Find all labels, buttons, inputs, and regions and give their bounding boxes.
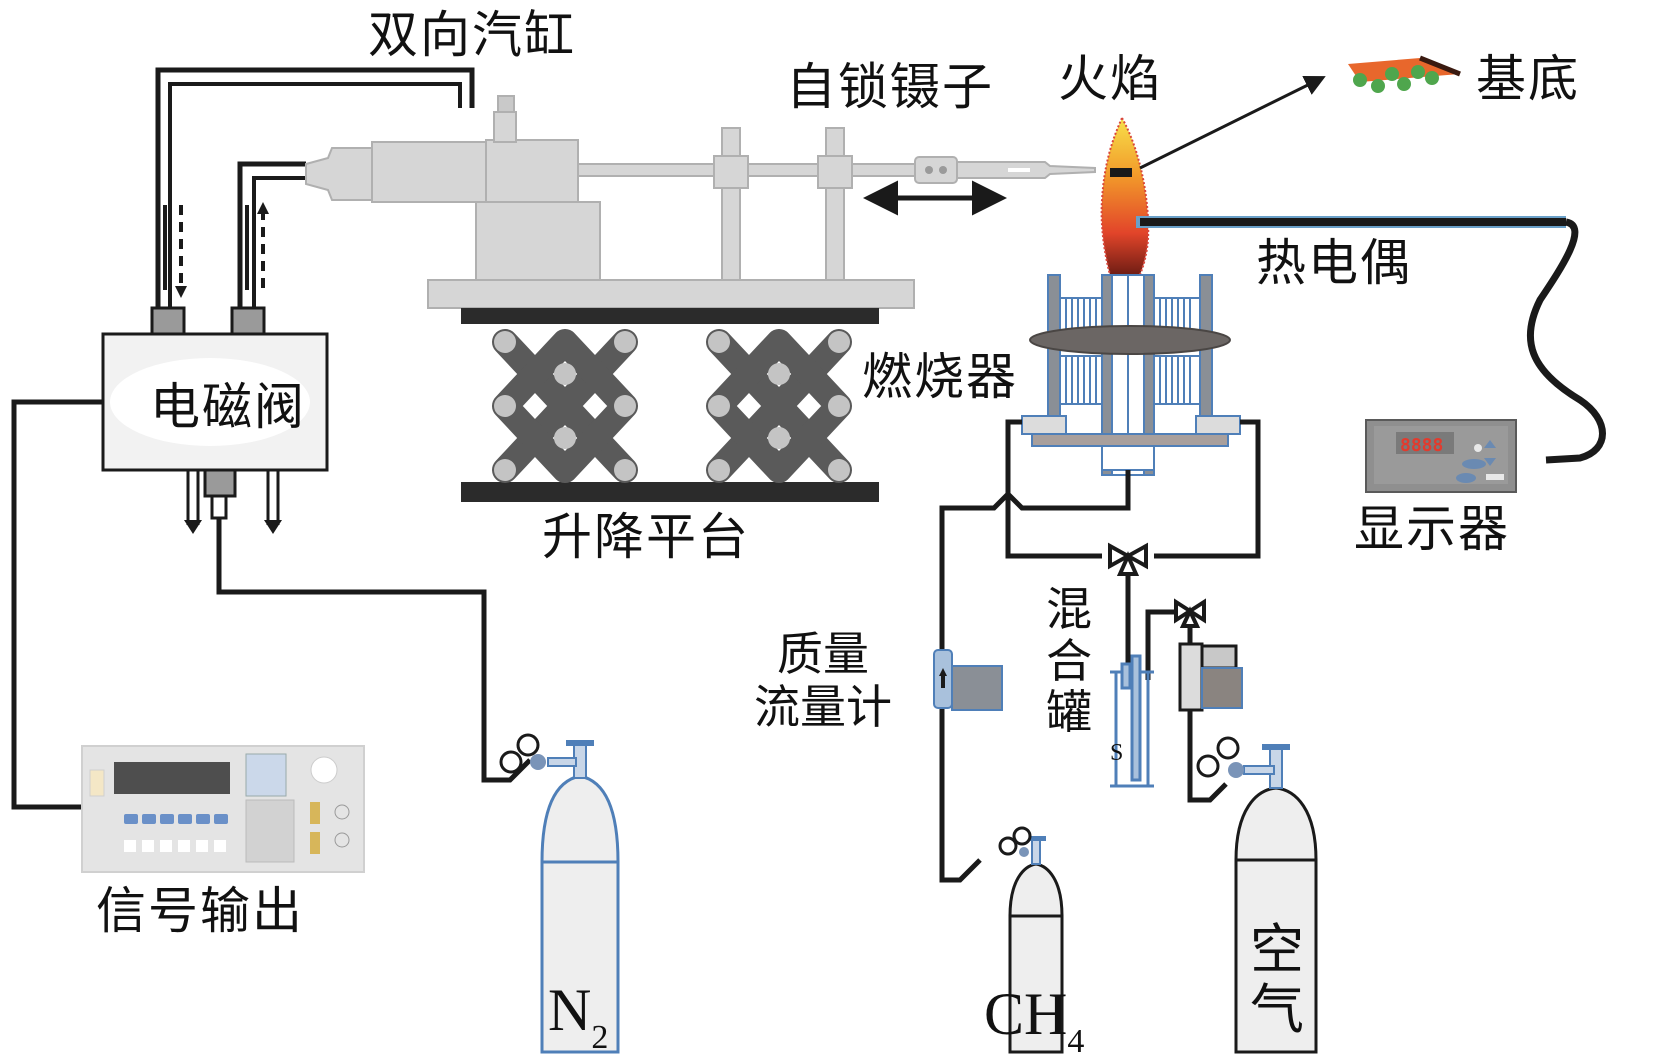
n2-subscript: 2: [591, 1019, 609, 1056]
substrate-icon: [1348, 55, 1461, 93]
n2-gas-line: [216, 518, 532, 783]
ch4-formula: CH: [984, 981, 1068, 1047]
label-air: 空气: [1250, 918, 1304, 1042]
label-flame: 火焰: [1058, 50, 1162, 108]
label-mixing-tank: 混合罐: [1044, 582, 1094, 740]
thermocouple-cable: [1526, 218, 1606, 464]
label-mixing-tank-mark: S: [1110, 740, 1124, 766]
label-lifting-platform: 升降平台: [542, 508, 750, 566]
label-burner: 燃烧器: [862, 348, 1018, 406]
label-air-text: 空气: [1250, 918, 1304, 1042]
mixing-tank: [1110, 654, 1154, 788]
label-n2: N2: [548, 980, 608, 1055]
lifting-platform: [461, 308, 879, 502]
ch4-subscript: 4: [1067, 1023, 1085, 1060]
air-flow-controller: [1178, 642, 1243, 712]
substrate-pointer-arrow: [1139, 76, 1326, 170]
flame: [1100, 115, 1150, 283]
signal-wire: [11, 399, 103, 810]
n2-formula: N: [548, 977, 592, 1043]
temperature-display: 8888: [1365, 419, 1517, 493]
air-valve: [1174, 598, 1206, 628]
ch4-cylinder: [998, 826, 1064, 1054]
label-self-locking-tweezers: 自锁镊子: [786, 58, 994, 116]
label-mass-flow-meter-line2: 流量计: [754, 679, 892, 734]
label-ch4: CH4: [984, 984, 1084, 1059]
label-thermocouple: 热电偶: [1256, 234, 1412, 292]
three-way-valve: [1108, 542, 1148, 576]
burner: [1021, 274, 1241, 476]
label-display: 显示器: [1354, 500, 1510, 558]
label-mixing-tank-text: 混合罐: [1046, 582, 1092, 740]
substrate-in-flame: [1110, 168, 1132, 177]
svg-text:8888: 8888: [1400, 435, 1443, 456]
solenoid-valve: [101, 306, 329, 534]
double-acting-cylinder: [305, 95, 1096, 309]
pneumatic-tubes: [155, 67, 475, 312]
label-mass-flow-meter: 质量 流量计: [728, 628, 918, 734]
label-solenoid-valve: 电磁阀: [150, 378, 306, 436]
label-substrate: 基底: [1476, 50, 1580, 108]
label-double-acting-cylinder: 双向汽缸: [368, 6, 576, 64]
n2-cylinder: [499, 733, 620, 1054]
signal-output-device: [81, 745, 365, 873]
label-signal-output: 信号输出: [96, 882, 304, 940]
label-mass-flow-meter-line1: 质量: [777, 627, 869, 681]
air-cylinder: [1196, 736, 1318, 1054]
flow-arrows: [163, 202, 269, 298]
mass-flow-meter: [933, 649, 1003, 711]
